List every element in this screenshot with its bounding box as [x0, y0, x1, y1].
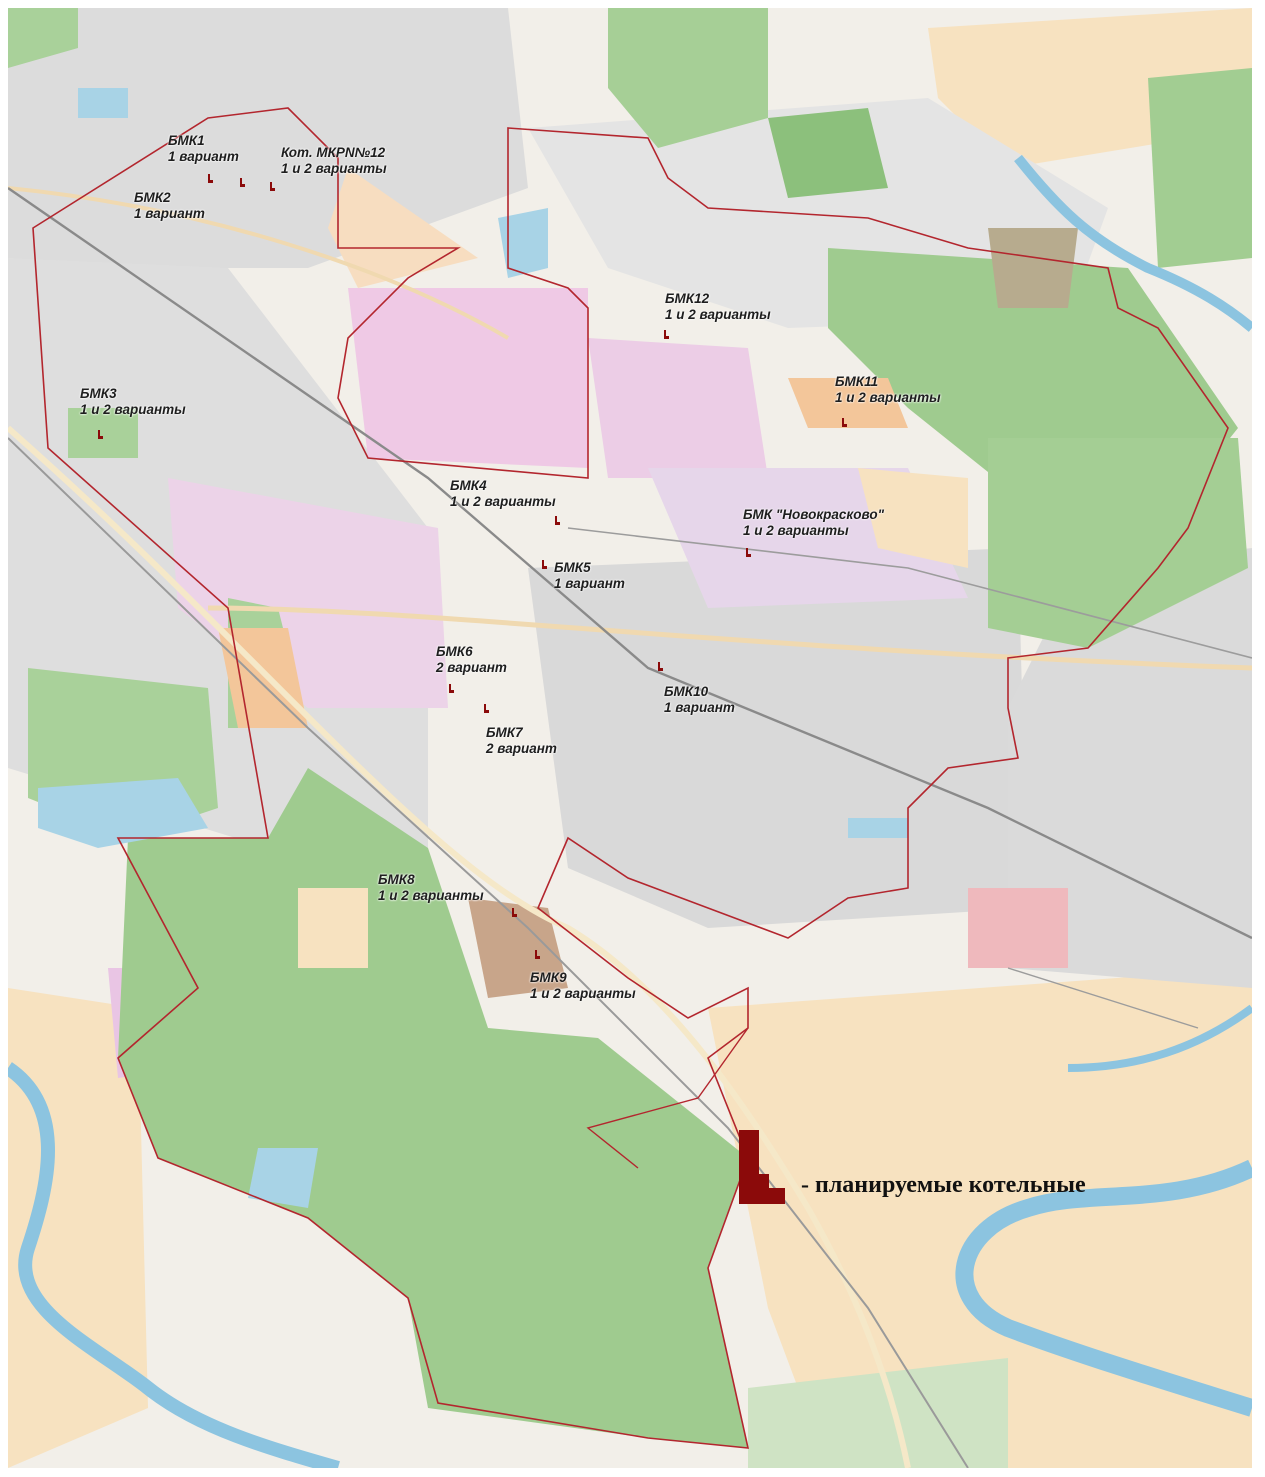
- map-legend: - планируемые котельные: [739, 1130, 1199, 1204]
- boiler-marker-bmk3: [98, 430, 103, 439]
- boiler-marker-bmk5: [542, 560, 547, 569]
- boiler-marker-bmk8: [512, 908, 517, 917]
- boiler-marker-bmk4: [555, 516, 560, 525]
- boiler-marker-bmk7: [484, 704, 489, 713]
- boiler-marker-bmk6: [449, 684, 454, 693]
- boiler-house-icon: [739, 1130, 785, 1204]
- boiler-marker-bmk9: [535, 950, 540, 959]
- boiler-marker-kot-12: [240, 178, 245, 187]
- legend-label: - планируемые котельные: [801, 1172, 1086, 1198]
- boiler-marker-bmk2: [270, 182, 275, 191]
- boiler-marker-bmk12: [664, 330, 669, 339]
- boiler-markers-layer: [98, 174, 847, 959]
- label-bmk-novokraskovo: БМК "Новокрасково"1 и 2 варианты: [743, 507, 884, 538]
- boiler-marker-novokraskovo: [746, 548, 751, 557]
- boiler-marker-bmk11: [842, 418, 847, 427]
- map-base-layer: [8, 8, 1252, 1468]
- boiler-marker-bmk10: [658, 662, 663, 671]
- boiler-marker-bmk1: [208, 174, 213, 183]
